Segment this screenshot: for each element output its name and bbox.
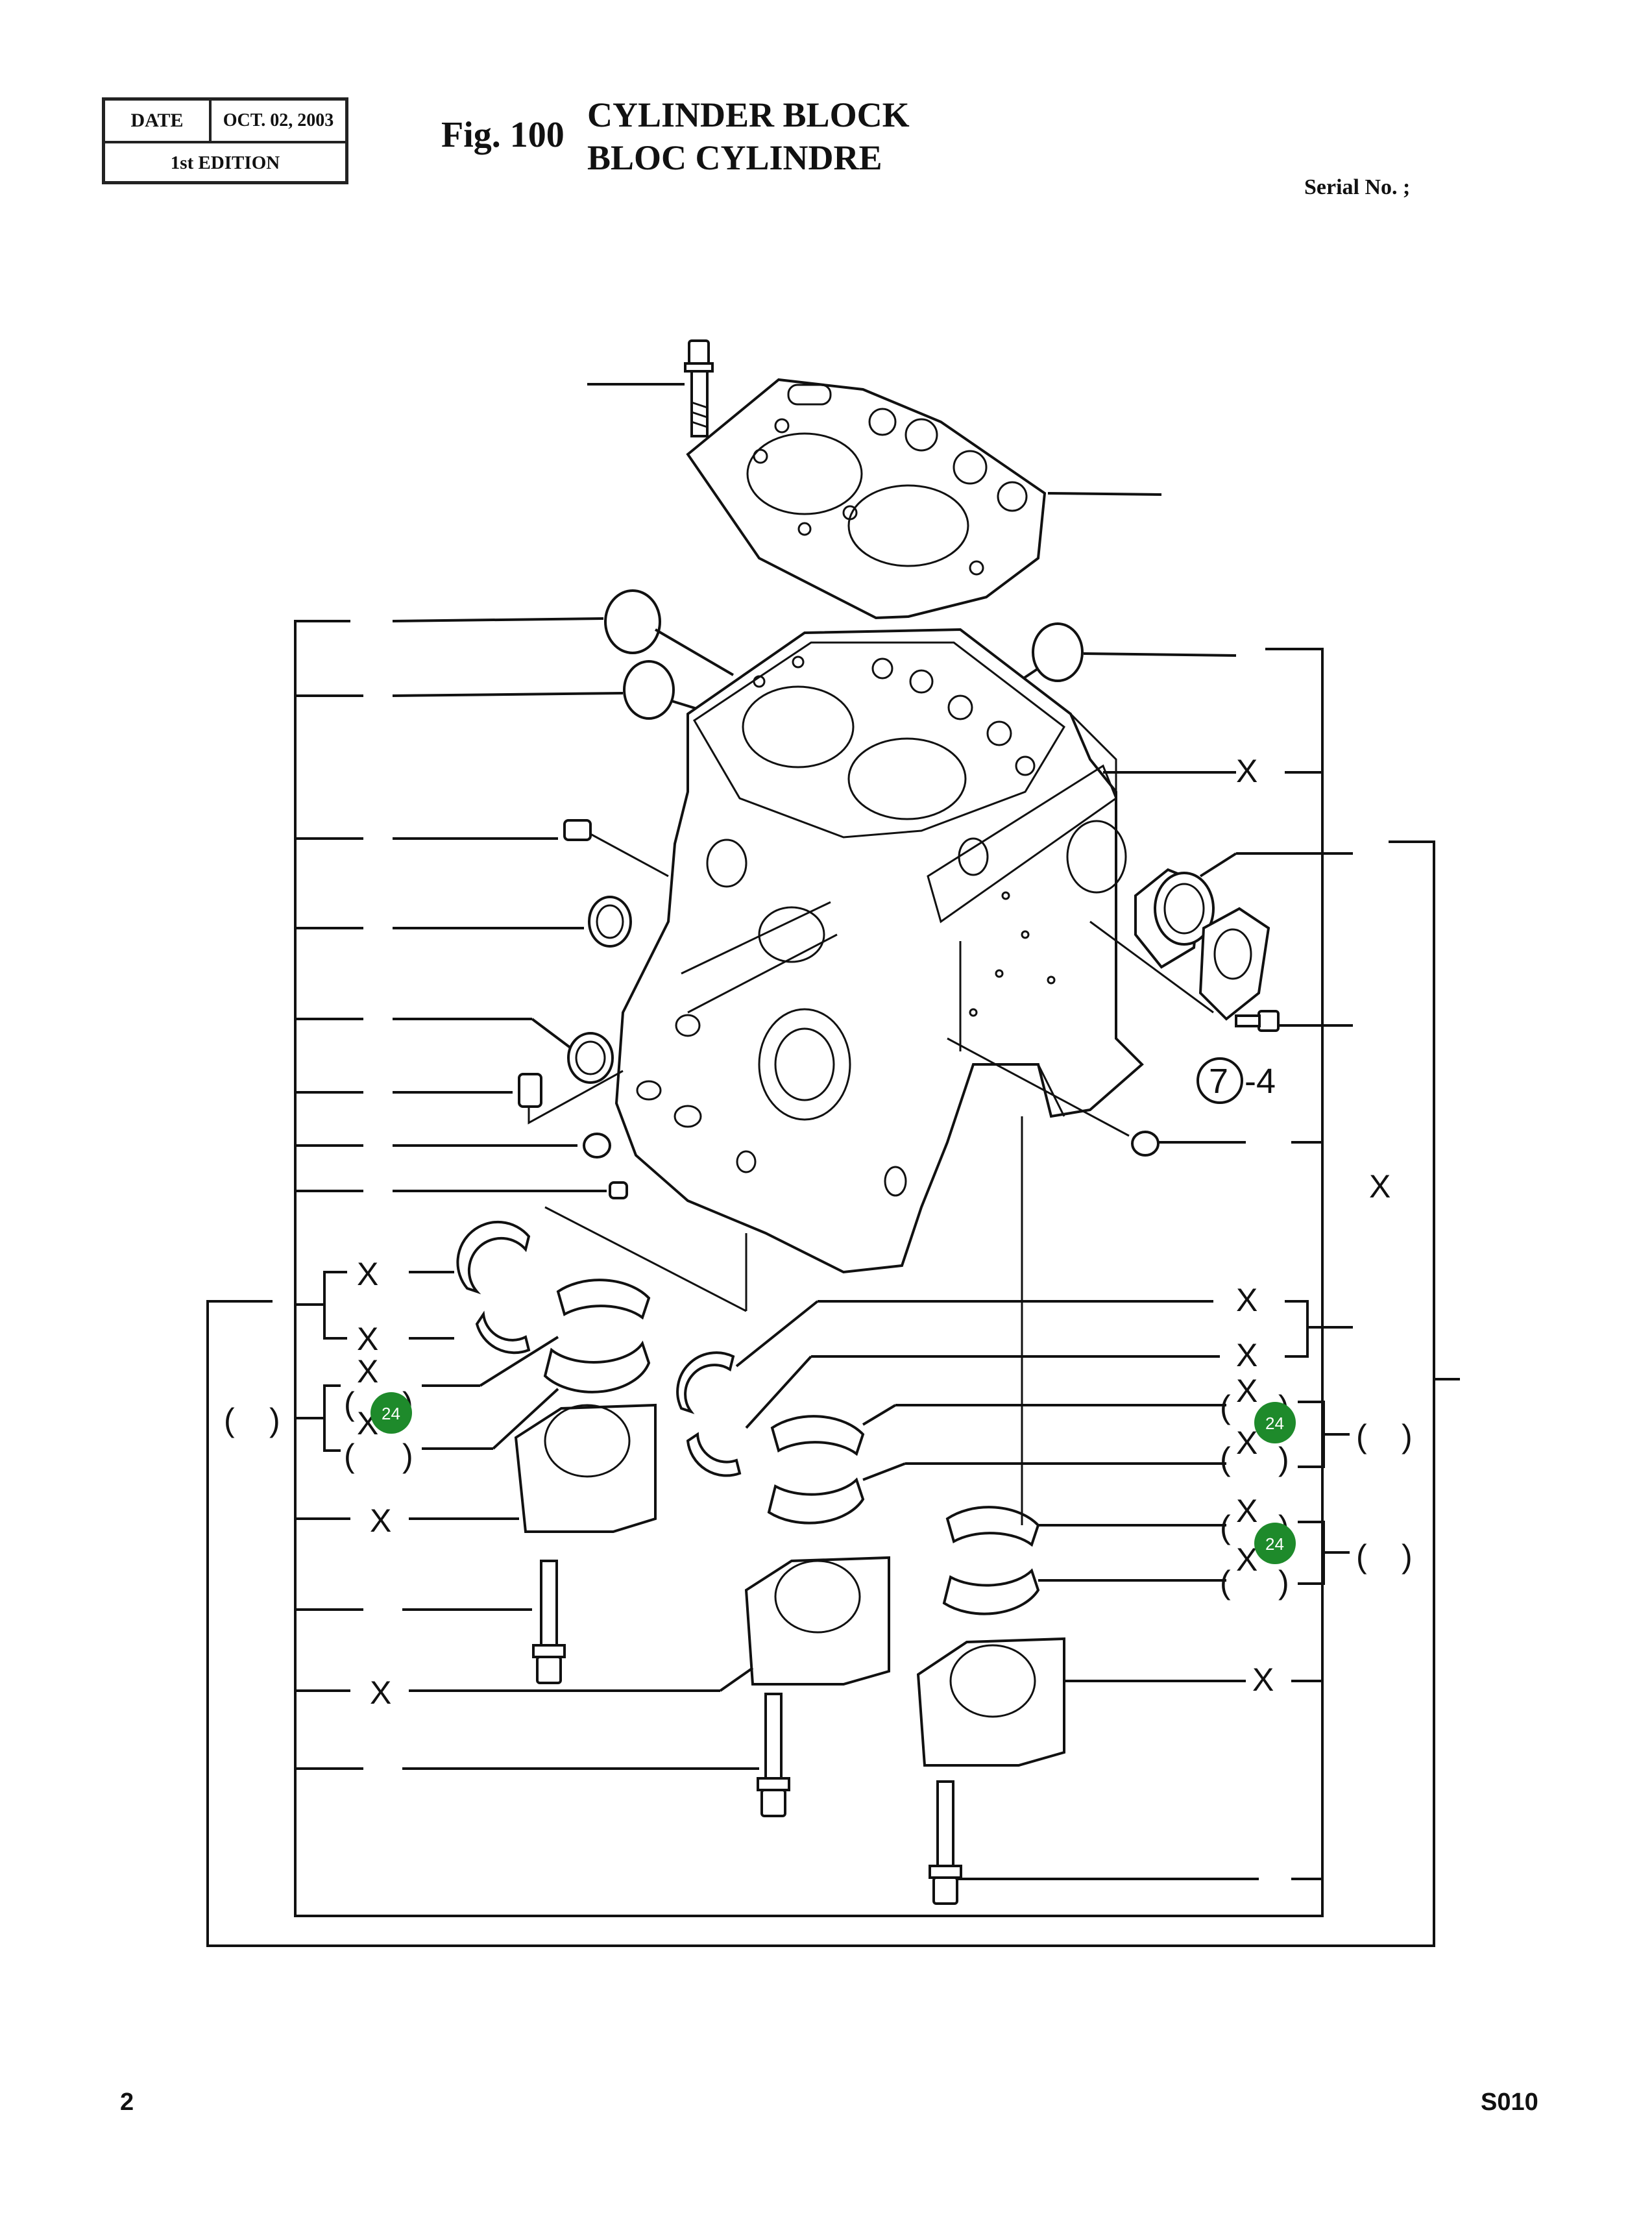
paren-open: (: [1356, 1418, 1367, 1454]
cylinder-block: [614, 628, 1144, 1274]
paren-open: (: [1356, 1538, 1367, 1575]
reference-subnumber: -4: [1245, 1062, 1276, 1101]
callout-mark: X: [370, 1502, 391, 1539]
paren-close: ): [1278, 1564, 1289, 1600]
page-title-english: CYLINDER BLOCK: [587, 95, 910, 134]
paren-close: ): [269, 1402, 280, 1438]
page-number: 2: [120, 2089, 134, 2116]
callout-mark: X: [1236, 1425, 1257, 1461]
date-label: DATE: [105, 101, 212, 141]
figure-number: Fig. 100: [441, 115, 565, 155]
edition-label: 1st EDITION: [170, 152, 280, 173]
head-gasket: [686, 378, 1162, 620]
left-callouts: [295, 1206, 759, 1770]
date-value: OCT. 02, 2003: [223, 110, 334, 130]
paren-open: (: [344, 1438, 355, 1474]
callout-mark: X: [1252, 1662, 1274, 1698]
bearing-parts: [456, 1220, 1065, 1767]
paren-open: (: [1220, 1389, 1231, 1425]
callout-mark: X: [370, 1674, 391, 1711]
paren-close: ): [1402, 1418, 1413, 1454]
callout-mark: X: [1236, 1493, 1257, 1529]
paren-close: ): [402, 1438, 413, 1474]
callout-mark: X: [357, 1256, 378, 1292]
paren-open: (: [224, 1402, 235, 1438]
callout-marks: X X X X X X X X X X X X X X X: [357, 753, 1391, 1711]
callout-mark: X: [1236, 1541, 1257, 1578]
marker-label: 24: [382, 1404, 400, 1423]
callout-mark: X: [1236, 1337, 1257, 1373]
cap-bolts: [532, 1560, 962, 1905]
page-title-french: BLOC CYLINDRE: [587, 138, 882, 177]
core-plugs-top: [295, 589, 1237, 720]
marker-2[interactable]: 24: [1254, 1402, 1296, 1443]
callout-mark: X: [357, 1321, 378, 1357]
marker-1[interactable]: 24: [370, 1392, 412, 1434]
left-side-parts: [295, 819, 669, 1199]
right-callouts: [735, 1116, 1353, 1880]
paren-close: ): [1402, 1538, 1413, 1575]
marker-label: 24: [1265, 1534, 1284, 1554]
document-code: S010: [1481, 2089, 1538, 2116]
reference-callout: 7 -4: [1196, 1057, 1276, 1104]
callout-mark: X: [1236, 1282, 1257, 1318]
callout-mark: X: [1369, 1168, 1391, 1205]
bracket-frames: [206, 620, 1460, 1947]
reference-number: 7: [1209, 1062, 1228, 1101]
right-side-parts: [947, 771, 1353, 1157]
marker-label: 24: [1265, 1414, 1284, 1433]
paren-open: (: [1220, 1441, 1231, 1477]
paren-open: (: [1220, 1509, 1231, 1545]
date-box: DATE OCT. 02, 2003 1st EDITION: [102, 97, 348, 184]
callout-mark: X: [357, 1353, 378, 1390]
date-row: DATE OCT. 02, 2003: [105, 101, 345, 143]
paren-open: (: [344, 1386, 355, 1422]
head-bolt: [587, 339, 714, 437]
callout-mark: X: [1236, 1373, 1257, 1409]
marker-3[interactable]: 24: [1254, 1523, 1296, 1564]
paren-close: ): [1278, 1441, 1289, 1477]
serial-number-label: Serial No. ;: [1304, 175, 1411, 199]
paren-open: (: [1220, 1564, 1231, 1600]
callout-mark: X: [1236, 753, 1257, 789]
